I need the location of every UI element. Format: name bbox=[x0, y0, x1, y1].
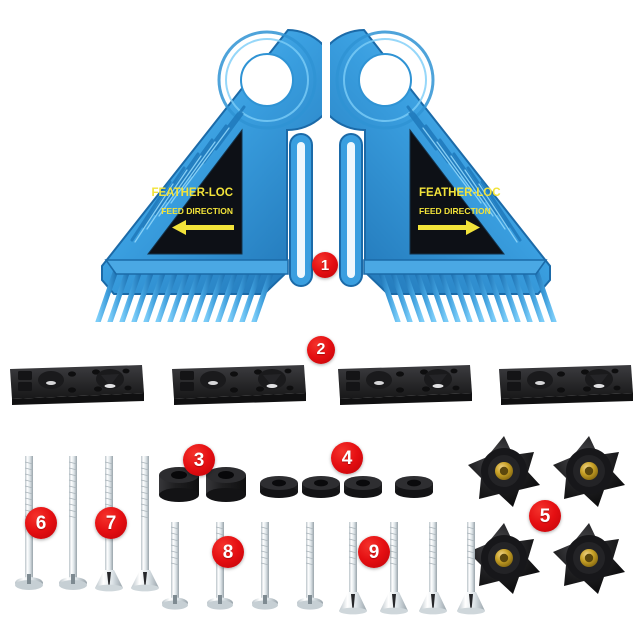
callout-badge-5[interactable]: 5 bbox=[529, 500, 561, 532]
short-flange-head-bolt bbox=[295, 519, 325, 618]
five-lobe-star-knob bbox=[466, 520, 542, 601]
callout-badge-7[interactable]: 7 bbox=[95, 507, 127, 539]
short-flange-head-bolt bbox=[250, 519, 280, 618]
callout-badge-4[interactable]: 4 bbox=[331, 442, 363, 474]
thin-rubber-washer bbox=[300, 474, 342, 507]
long-countersunk-bolt bbox=[129, 452, 161, 599]
t-track-bar bbox=[168, 359, 310, 412]
feed-arrow-right-icon bbox=[418, 220, 480, 235]
thin-rubber-washer bbox=[342, 474, 384, 507]
callout-badge-6[interactable]: 6 bbox=[25, 507, 57, 539]
short-countersunk-bolt bbox=[378, 519, 410, 624]
featherboard-left-brand: FEATHER-LOC bbox=[151, 187, 233, 199]
featherboard-left-direction: FEED DIRECTION bbox=[161, 206, 233, 216]
callout-badge-8[interactable]: 8 bbox=[212, 536, 244, 568]
callout-badge-7-number: 7 bbox=[105, 512, 117, 534]
t-track-bar bbox=[490, 359, 639, 412]
callout-badge-3-number: 3 bbox=[193, 449, 205, 471]
callout-badge-2[interactable]: 2 bbox=[307, 336, 335, 364]
featherboard-right-brand: FEATHER-LOC bbox=[419, 187, 501, 199]
thin-rubber-washer bbox=[393, 474, 435, 507]
callout-badge-8-number: 8 bbox=[222, 541, 234, 563]
tall-rubber-spacer bbox=[156, 463, 202, 508]
adjustment-slot-right bbox=[339, 133, 363, 287]
featherboard-right-direction: FEED DIRECTION bbox=[419, 206, 491, 216]
callout-badge-9-number: 9 bbox=[368, 541, 380, 563]
short-countersunk-bolt bbox=[455, 519, 487, 624]
feed-arrow-left-icon bbox=[172, 220, 234, 235]
short-flange-head-bolt bbox=[205, 519, 235, 618]
five-lobe-star-knob bbox=[551, 520, 627, 601]
featherboard-right: FEATHER-LOC FEED DIRECTION bbox=[330, 22, 560, 322]
long-flange-head-bolt bbox=[58, 452, 88, 599]
t-track-bar bbox=[6, 359, 148, 412]
callout-badge-1-number: 1 bbox=[320, 256, 330, 274]
tall-rubber-spacer bbox=[203, 463, 249, 508]
t-track-bar bbox=[334, 359, 476, 412]
five-lobe-star-knob bbox=[551, 433, 627, 514]
callout-badge-5-number: 5 bbox=[539, 505, 551, 527]
callout-badge-1[interactable]: 1 bbox=[312, 252, 338, 278]
callout-badge-6-number: 6 bbox=[35, 512, 47, 534]
short-countersunk-bolt bbox=[417, 519, 449, 624]
featherboard-left: FEATHER-LOC FEED DIRECTION bbox=[92, 22, 322, 322]
callout-badge-4-number: 4 bbox=[341, 447, 353, 469]
thin-rubber-washer bbox=[258, 474, 300, 507]
callout-badge-2-number: 2 bbox=[316, 341, 326, 358]
short-flange-head-bolt bbox=[160, 519, 190, 618]
five-lobe-star-knob bbox=[466, 433, 542, 514]
short-countersunk-bolt bbox=[337, 519, 369, 624]
callout-badge-3[interactable]: 3 bbox=[183, 444, 215, 476]
adjustment-slot-left bbox=[289, 133, 313, 287]
callout-badge-9[interactable]: 9 bbox=[358, 536, 390, 568]
